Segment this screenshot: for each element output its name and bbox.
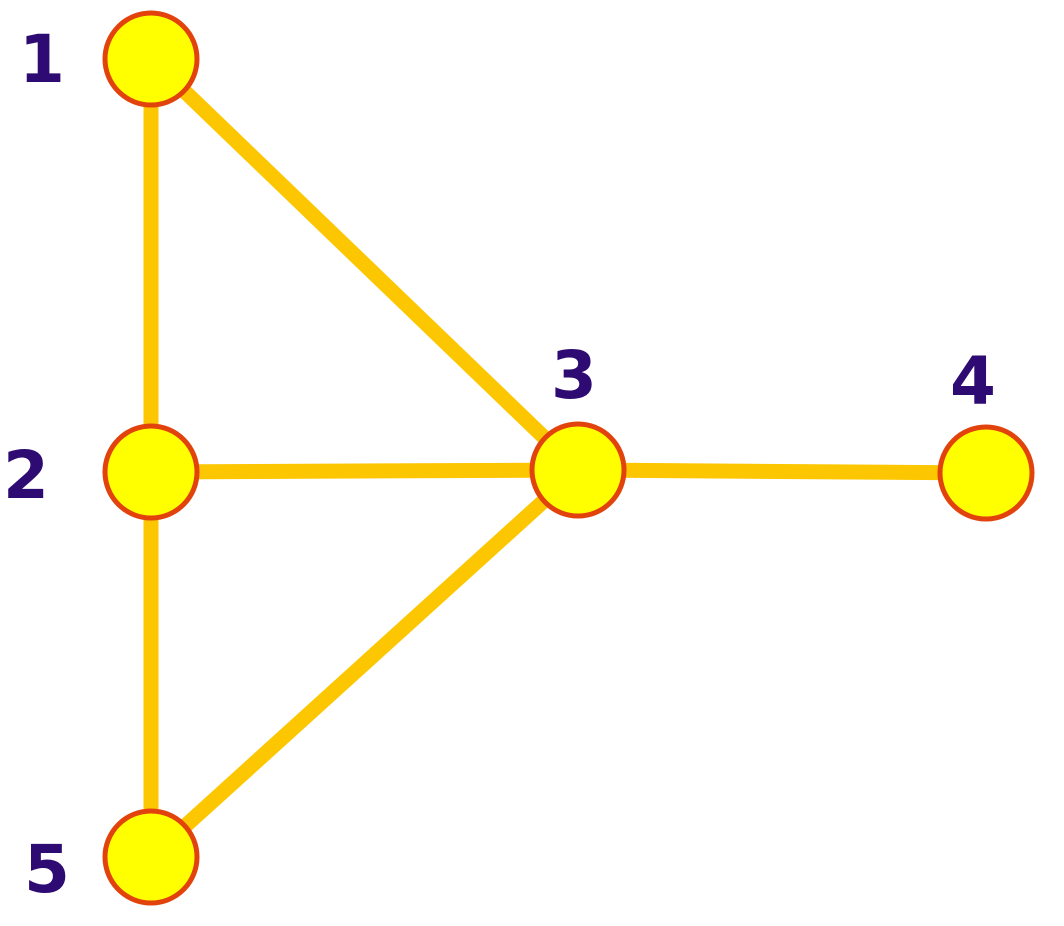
labels-layer: 1 2 3 4 5 bbox=[3, 21, 996, 908]
edge-2-3 bbox=[150, 462, 579, 480]
edge-1-3 bbox=[145, 53, 584, 476]
node-1 bbox=[102, 10, 200, 108]
edge-3-5 bbox=[145, 464, 584, 863]
node-label-4: 4 bbox=[950, 343, 996, 420]
node-label-3: 3 bbox=[551, 337, 597, 414]
node-label-1: 1 bbox=[19, 21, 65, 98]
node-label-2: 2 bbox=[3, 437, 49, 514]
node-5 bbox=[102, 808, 200, 906]
edges-layer bbox=[143, 53, 987, 863]
nodes-layer bbox=[102, 10, 1035, 906]
node-4 bbox=[937, 424, 1035, 522]
node-3 bbox=[529, 421, 627, 519]
edge-3-4 bbox=[577, 462, 987, 481]
node-2 bbox=[102, 423, 200, 521]
node-label-5: 5 bbox=[24, 831, 70, 908]
